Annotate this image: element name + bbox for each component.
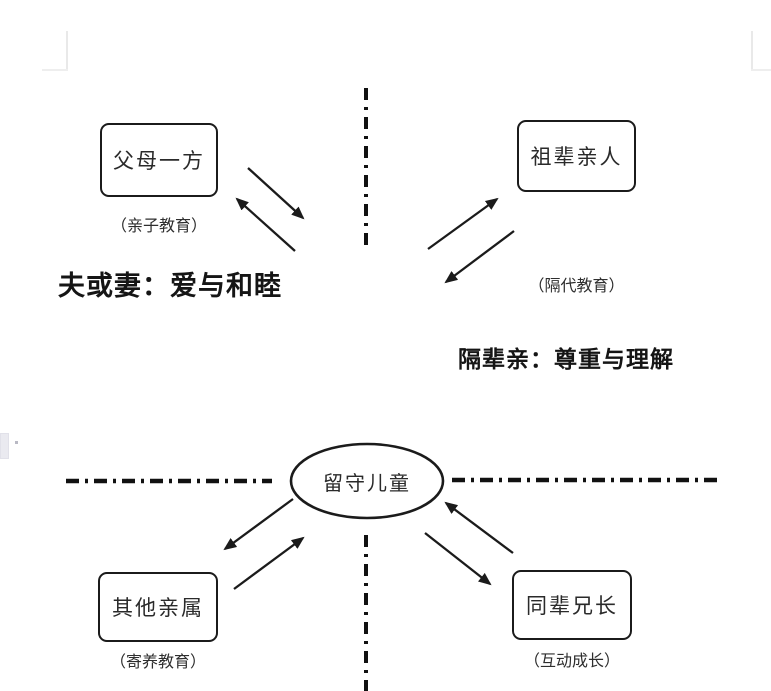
arrow-center-to-other-relatives [223, 498, 294, 551]
statement-grandgen: 隔辈亲：尊重与理解 [458, 347, 674, 372]
arrow-other-relatives-to-center [233, 536, 305, 590]
arrow-toward-grandparent [427, 197, 499, 250]
node-peer-elder-box: 同辈兄长 [512, 570, 632, 640]
node-peer-elder-caption: （互动成长） [523, 653, 620, 670]
left-edge-smudge-mark [0, 433, 9, 459]
left-edge-dot-mark [15, 441, 18, 444]
node-other-relatives-box: 其他亲属 [98, 572, 218, 642]
node-parent-box: 父母一方 [100, 123, 218, 197]
node-other-relatives-label: 其他亲属 [112, 596, 204, 620]
node-parent-label: 父母一方 [113, 149, 205, 173]
arrow-toward-parent [235, 197, 296, 252]
node-other-relatives-caption: （寄养教育） [109, 654, 206, 671]
arrow-peer-elder-to-center [444, 501, 514, 554]
page-corner-mark-top-right-vertical [751, 31, 753, 71]
node-peer-elder-label: 同辈兄长 [526, 594, 618, 618]
arrow-center-to-peer-elder [424, 532, 492, 586]
node-grandparent-box: 祖辈亲人 [517, 120, 636, 192]
node-parent-caption: （亲子教育） [110, 218, 207, 235]
center-node-ellipse [289, 442, 445, 520]
arrow-parent-outward [247, 167, 305, 220]
arrow-grandparent-outward [444, 230, 515, 284]
node-grandparent-caption: （隔代教育） [528, 278, 625, 295]
page-corner-mark-top-left-horizontal [42, 69, 68, 71]
node-grandparent-label: 祖辈亲人 [530, 145, 623, 169]
page-corner-mark-top-right-horizontal [751, 69, 771, 71]
statement-spouse: 夫或妻：爱与和睦 [58, 271, 282, 301]
center-node-label: 留守儿童 [323, 473, 411, 495]
page-corner-mark-top-left-vertical [66, 31, 68, 71]
